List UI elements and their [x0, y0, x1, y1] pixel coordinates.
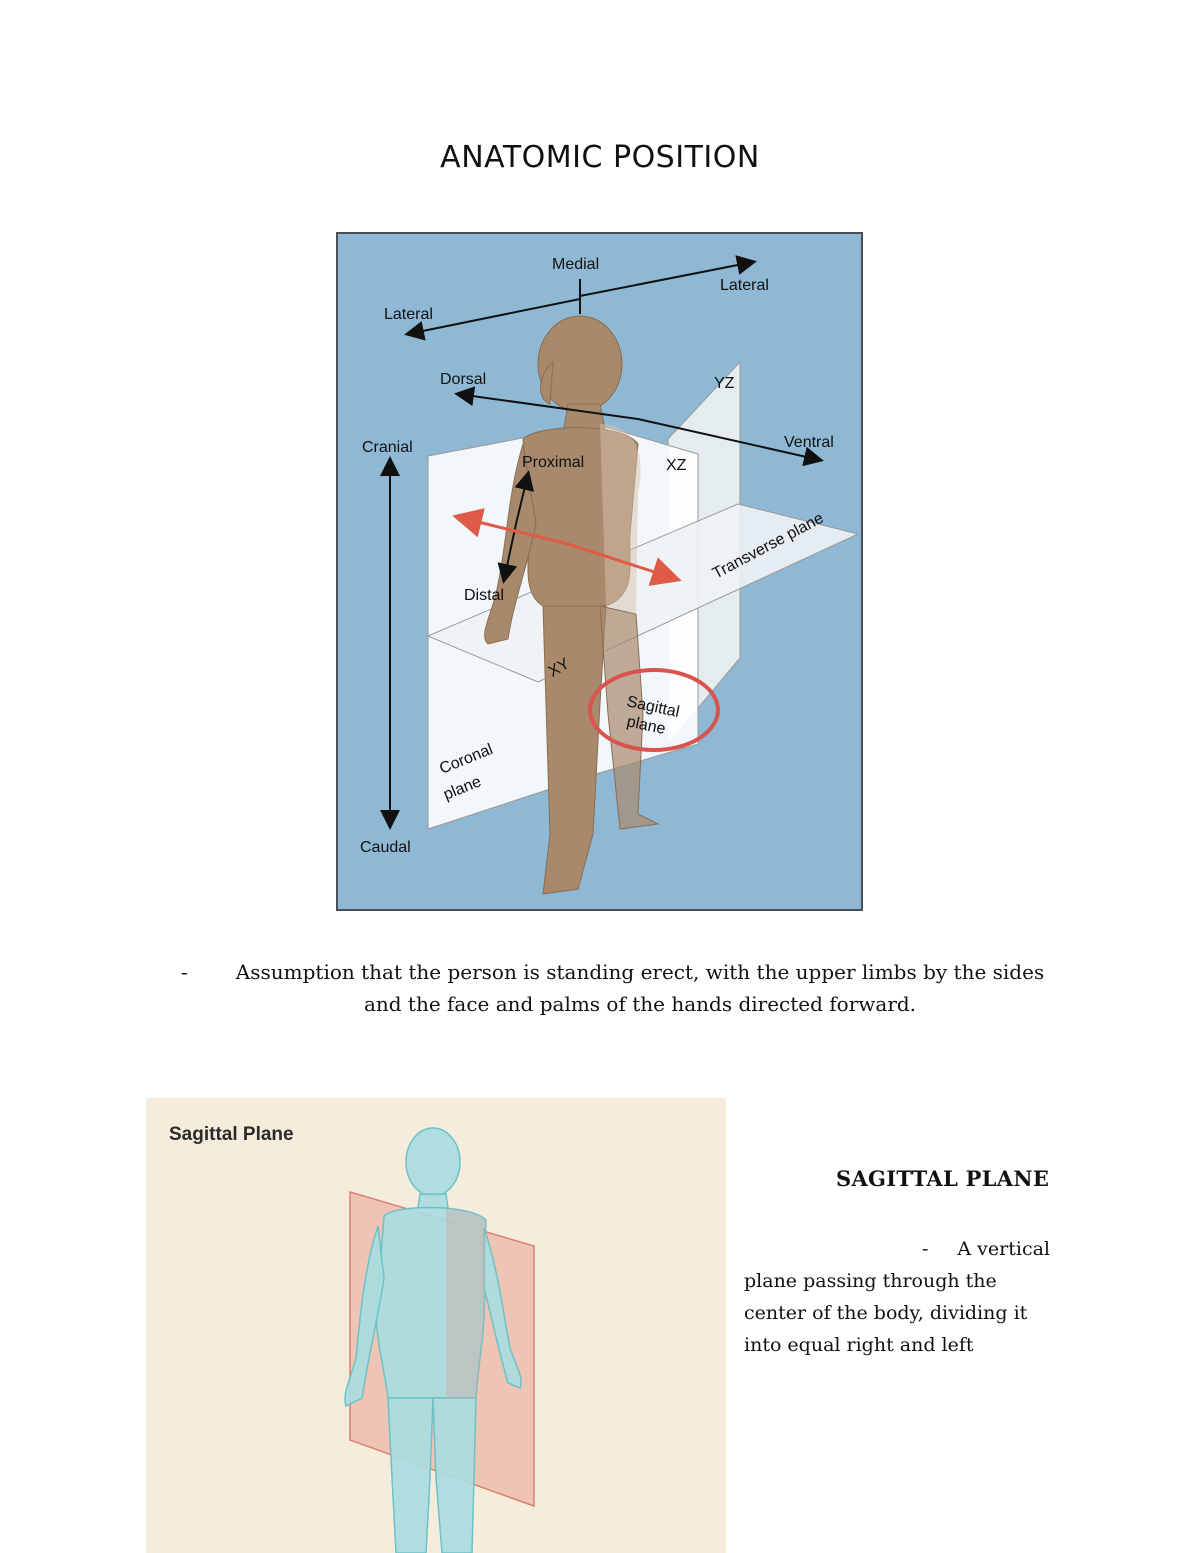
anatomic-position-bullet: - Assumption that the person is standing…	[175, 956, 1065, 1020]
human-body-outline	[344, 1127, 522, 1553]
anatomic-position-figure: Medial Lateral Lateral Dorsal Ventral Cr…	[336, 232, 863, 911]
label-ventral: Ventral	[784, 434, 834, 451]
label-distal: Distal	[464, 587, 504, 604]
label-dorsal: Dorsal	[440, 371, 486, 388]
sagittal-plane-illustration	[344, 1127, 535, 1553]
label-yz: YZ	[714, 375, 735, 392]
sagittal-definition-text: plane passing through the center of the …	[744, 1270, 1028, 1356]
section-heading-sagittal: SAGITTAL PLANE	[836, 1166, 1050, 1191]
bullet-dash: -	[181, 960, 188, 984]
label-cranial: Cranial	[362, 439, 413, 456]
sagittal-definition-first-line: A vertical	[957, 1238, 1050, 1260]
sagittal-definition: - A vertical plane passing through the c…	[744, 1233, 1064, 1361]
body-far-side-shaded	[446, 1208, 486, 1398]
label-caudal: Caudal	[360, 839, 411, 856]
label-proximal: Proximal	[522, 454, 584, 471]
anatomic-position-illustration: Medial Lateral Lateral Dorsal Ventral Cr…	[360, 255, 860, 895]
sagittal-plane-figure-label: Sagittal Plane	[169, 1124, 294, 1145]
bullet-dash: -	[922, 1238, 929, 1260]
sagittal-plane-figure: Sagittal Plane	[146, 1098, 726, 1553]
sagittal-highlight-circle	[588, 668, 720, 752]
page-title: ANATOMIC POSITION	[440, 140, 760, 175]
label-lateral-left: Lateral	[384, 306, 433, 323]
body-far-side	[600, 424, 641, 614]
label-lateral-right: Lateral	[720, 277, 769, 294]
anatomic-position-definition: Assumption that the person is standing e…	[235, 960, 1045, 1016]
label-medial: Medial	[552, 256, 599, 273]
label-xz: XZ	[666, 457, 687, 474]
